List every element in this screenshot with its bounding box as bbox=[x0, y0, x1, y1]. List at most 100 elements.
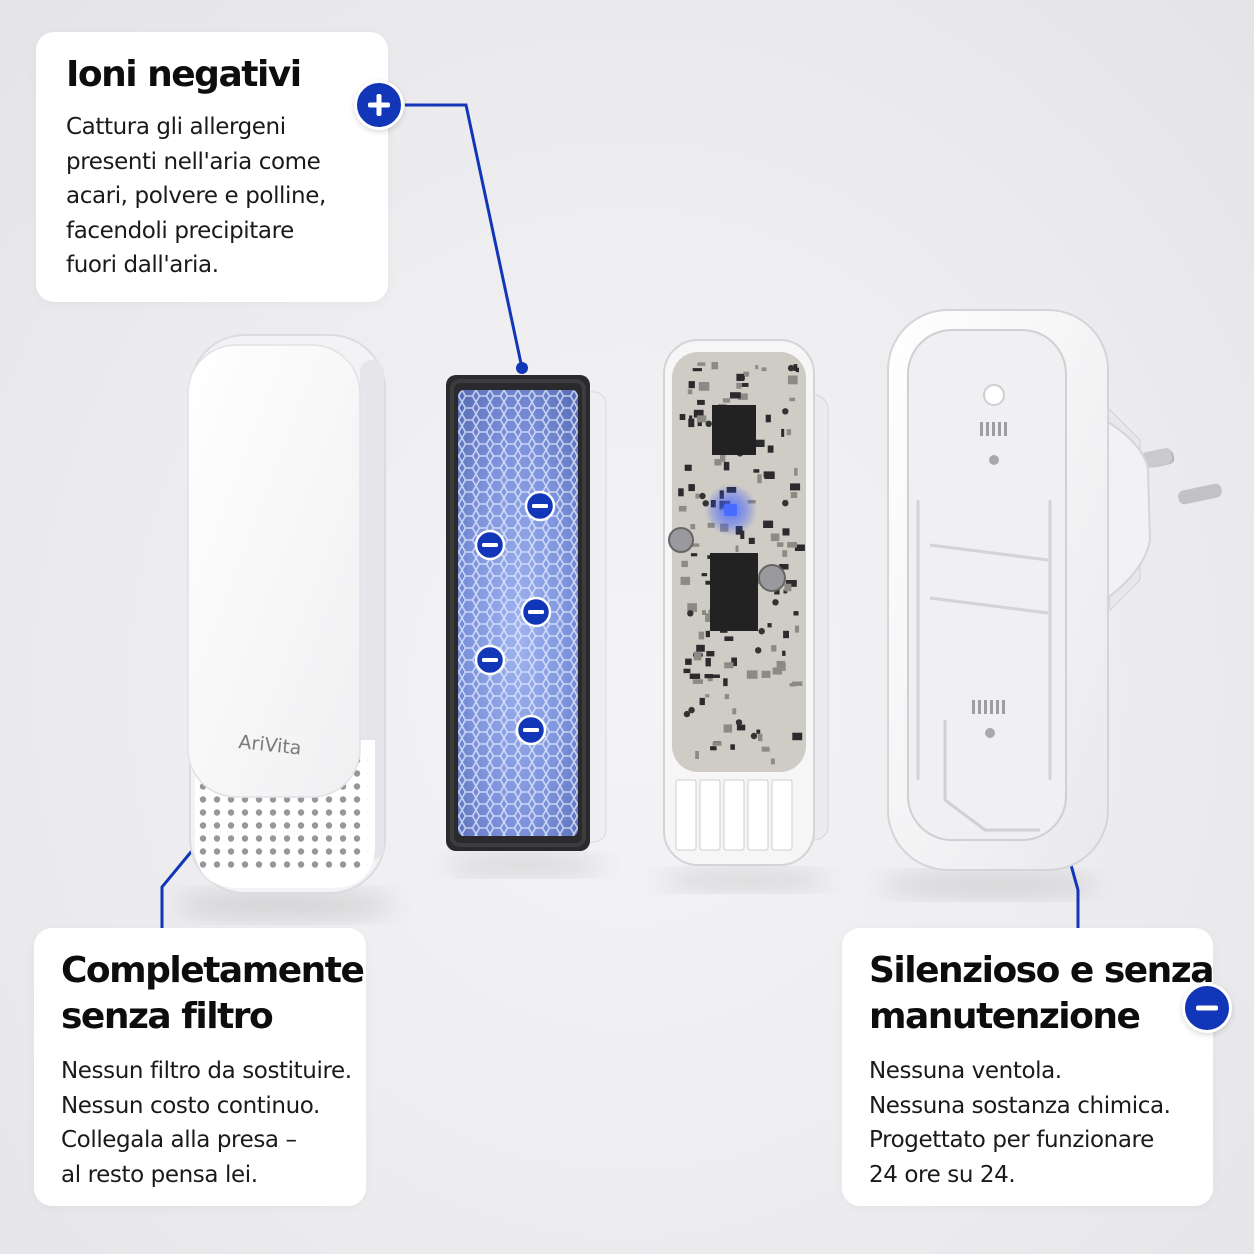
pcb-component bbox=[697, 399, 705, 405]
pcb-component bbox=[784, 583, 792, 592]
description-line: Nessuna sostanza chimica. bbox=[869, 1092, 1171, 1119]
title-line: senza filtro bbox=[61, 996, 274, 1037]
pcb-component bbox=[792, 681, 803, 686]
description-line: al resto pensa lei. bbox=[61, 1161, 258, 1188]
pcb-component bbox=[790, 483, 801, 491]
pcb-component bbox=[746, 670, 758, 679]
pcb-component bbox=[776, 660, 786, 668]
pcb-capacitor bbox=[782, 408, 789, 415]
description-line: fuori dall'aria. bbox=[66, 252, 219, 278]
pcb-component bbox=[732, 708, 737, 715]
description-line: Nessun filtro da sostituire. bbox=[61, 1058, 352, 1084]
ion-minus-icon bbox=[474, 529, 506, 561]
pcb-capacitor bbox=[687, 610, 694, 617]
ion-markers bbox=[474, 490, 556, 746]
pcb-component bbox=[776, 542, 784, 547]
pcb-component bbox=[761, 670, 771, 678]
pcb-component bbox=[794, 544, 805, 551]
pcb-capacitor bbox=[705, 420, 712, 427]
housing-vents bbox=[972, 422, 1007, 714]
pcb-component bbox=[748, 537, 755, 544]
pcb-component bbox=[782, 528, 790, 536]
pcb-capacitor bbox=[787, 364, 795, 372]
pcb-capacitor bbox=[699, 492, 706, 500]
card-description: Cattura gli allergeni presenti nell'aria… bbox=[66, 110, 388, 283]
pcb-component bbox=[767, 623, 772, 628]
pcb-component bbox=[787, 375, 798, 385]
title-line: Completamente bbox=[61, 950, 365, 991]
pcb-capacitor bbox=[683, 710, 691, 718]
description-line: Collegala alla presa – bbox=[61, 1127, 297, 1153]
housing-ribs bbox=[916, 500, 1052, 780]
pcb-capacitor bbox=[782, 500, 789, 507]
pcb-capacitor bbox=[750, 732, 758, 740]
pcb-component bbox=[722, 398, 731, 403]
pcb-component bbox=[678, 488, 684, 497]
pcb-component bbox=[684, 464, 692, 471]
pcb-component bbox=[723, 461, 730, 471]
pcb-component bbox=[695, 751, 699, 759]
description-line: acari, polvere e polline, bbox=[66, 183, 326, 209]
pcb-component bbox=[736, 724, 746, 731]
pcb-component bbox=[705, 580, 711, 585]
description-line: Progettato per funzionare bbox=[869, 1127, 1154, 1153]
pcb-component bbox=[736, 373, 744, 381]
pcb-capacitor bbox=[772, 599, 779, 606]
pcb-component bbox=[793, 364, 798, 371]
pcb-component bbox=[779, 564, 789, 570]
pcb-component bbox=[765, 414, 771, 423]
pcb-component bbox=[712, 742, 722, 746]
description-line: presenti nell'aria come bbox=[66, 148, 321, 175]
pcb-component bbox=[741, 383, 749, 387]
pcb-capacitor bbox=[755, 647, 762, 654]
pcb-component bbox=[690, 543, 700, 547]
pcb-component bbox=[782, 550, 788, 557]
description-line: Nessuna ventola. bbox=[869, 1058, 1062, 1084]
pcb-component bbox=[711, 674, 720, 678]
pcb-component bbox=[795, 367, 799, 373]
card-title: Completamente senza filtro bbox=[61, 948, 366, 1040]
pcb-component bbox=[685, 658, 692, 665]
pcb-component bbox=[735, 545, 739, 553]
pcb-component bbox=[723, 678, 728, 687]
pcb-component bbox=[711, 362, 719, 370]
pcb-component bbox=[787, 542, 797, 548]
feature-card-filterless: Completamente senza filtro Nessun filtro… bbox=[34, 928, 366, 1206]
pcb-component bbox=[740, 530, 745, 539]
minus-icon bbox=[1182, 983, 1232, 1033]
pcb-capacitor bbox=[688, 706, 695, 714]
pcb-component bbox=[794, 625, 800, 633]
pcb-component bbox=[792, 732, 803, 741]
pcb-component bbox=[707, 555, 711, 559]
pcb-component bbox=[689, 673, 701, 679]
title-line: manutenzione bbox=[869, 996, 1141, 1037]
pcb-component bbox=[692, 679, 703, 684]
pcb-component bbox=[679, 414, 686, 420]
pcb-component bbox=[724, 662, 734, 669]
pcb-component bbox=[783, 589, 788, 594]
floor-shadows bbox=[175, 855, 1100, 919]
pcb-component bbox=[693, 651, 702, 661]
pcb-component bbox=[697, 421, 702, 427]
pcb-component bbox=[692, 368, 702, 372]
pcb-bottom-slots bbox=[675, 779, 793, 851]
pcb-component bbox=[761, 746, 770, 752]
pcb-component bbox=[783, 630, 789, 639]
back-housing-with-plug bbox=[887, 309, 1222, 871]
pcb-component bbox=[696, 644, 705, 652]
ion-minus-icon bbox=[520, 596, 552, 628]
pcb-component bbox=[681, 560, 688, 568]
pcb-component bbox=[781, 428, 785, 437]
pcb-component bbox=[771, 645, 777, 652]
pcb-component bbox=[730, 744, 735, 750]
pcb-component bbox=[755, 365, 759, 370]
pcb-component bbox=[753, 469, 760, 473]
pcb-component bbox=[720, 454, 726, 462]
pcb-component bbox=[705, 694, 710, 698]
pcb-component bbox=[701, 573, 708, 577]
pcb-component bbox=[793, 611, 799, 616]
description-line: Nessun costo continuo. bbox=[61, 1092, 320, 1119]
pcb-component bbox=[706, 651, 715, 657]
title-line: Silenzioso e senza bbox=[869, 950, 1215, 991]
